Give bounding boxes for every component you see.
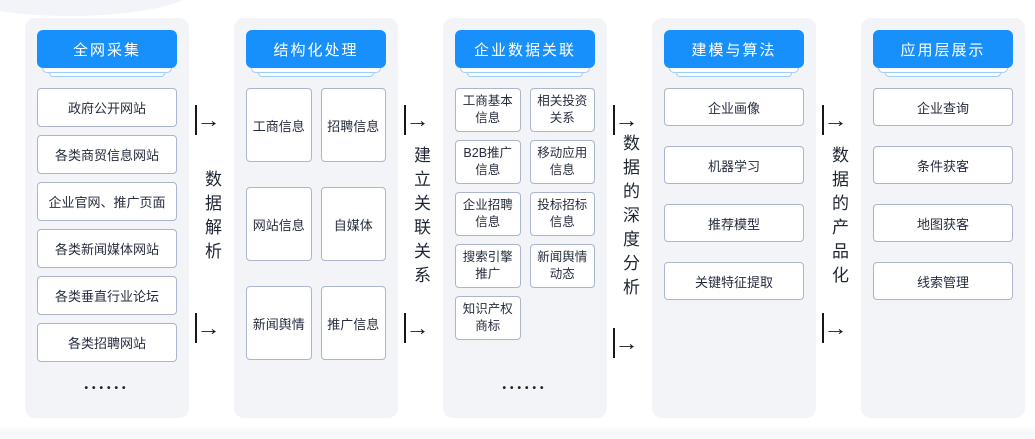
stage-item: 条件获客	[873, 146, 1013, 184]
stage-item: 推荐模型	[664, 204, 804, 242]
ellipsis-dots: ••••••	[502, 383, 548, 394]
stage-item: 相关投资关系	[529, 88, 595, 132]
arrow-bar	[195, 313, 197, 343]
connector-label: 数据解析	[202, 170, 221, 266]
flow-arrow-icon: →	[613, 105, 639, 135]
stage-header-structuring: 结构化处理	[246, 30, 386, 68]
stage-item: 知识产权商标	[455, 296, 521, 340]
arrow-head-icon: →	[405, 108, 430, 132]
arrow-head-icon: →	[614, 108, 639, 132]
connector-deep-analysis: → 数据的深度分析 →	[607, 18, 652, 418]
flow-arrow-icon: →	[613, 328, 639, 358]
stage-item: 推广信息	[320, 286, 386, 360]
arrow-bar	[613, 328, 615, 358]
arrow-head-icon: →	[196, 316, 221, 340]
connector-build-relations: → 建立关联关系 →	[398, 18, 443, 418]
stage-item: 各类商贸信息网站	[37, 135, 177, 174]
stage-item: 机器学习	[664, 146, 804, 184]
connector-productization: → 数据的产品化 →	[816, 18, 861, 418]
stage-item: B2B推广信息	[455, 140, 521, 184]
flow-arrow-icon: →	[195, 313, 221, 343]
stage-item: 新闻舆情	[246, 286, 312, 360]
arrow-head-icon: →	[405, 316, 430, 340]
arrow-head-icon: →	[823, 316, 848, 340]
stage-item: 自媒体	[320, 187, 386, 261]
arrow-head-icon: →	[823, 108, 848, 132]
stage-item: 新闻舆情动态	[529, 244, 595, 288]
stage-header-collection: 全网采集	[37, 30, 177, 68]
stage-item-list: 企业画像 机器学习 推荐模型 关键特征提取	[664, 88, 804, 300]
flow-arrow-icon: →	[195, 105, 221, 135]
stage-panel-collection: 全网采集 政府公开网站 各类商贸信息网站 企业官网、推广页面 各类新闻媒体网站 …	[25, 18, 189, 418]
stage-item: 移动应用信息	[529, 140, 595, 184]
arrow-head-icon: →	[614, 331, 639, 355]
stage-panel-modeling: 建模与算法 企业画像 机器学习 推荐模型 关键特征提取	[652, 18, 816, 418]
stage-item: 线索管理	[873, 262, 1013, 300]
connector-label: 建立关联关系	[411, 146, 430, 290]
stage-item: 各类新闻媒体网站	[37, 229, 177, 268]
stage-item: 各类垂直行业论坛	[37, 276, 177, 315]
flow-arrow-icon: →	[404, 105, 430, 135]
flow-arrow-icon: →	[822, 105, 848, 135]
corner-decoration	[0, 0, 200, 16]
arrow-bar	[613, 105, 615, 135]
arrow-bar	[822, 313, 824, 343]
arrow-bar	[822, 105, 824, 135]
header-stack-layer	[49, 73, 165, 77]
connector-label: 数据的产品化	[829, 146, 848, 290]
stage-item: 搜索引擎推广	[455, 244, 521, 288]
stage-panel-structuring: 结构化处理 工商信息 招聘信息 网站信息 自媒体 新闻舆情 推广信息	[234, 18, 398, 418]
stage-panel-enterprise-linking: 企业数据关联 工商基本信息 相关投资关系 B2B推广信息 移动应用信息 企业招聘…	[443, 18, 607, 418]
stage-item: 招聘信息	[320, 88, 386, 162]
connector-data-parse: → 数据解析 →	[189, 18, 234, 418]
stages-row: 全网采集 政府公开网站 各类商贸信息网站 企业官网、推广页面 各类新闻媒体网站 …	[25, 18, 1025, 418]
stage-item: 关键特征提取	[664, 262, 804, 300]
stage-item-list: 企业查询 条件获客 地图获客 线索管理	[873, 88, 1013, 300]
stage-item: 企业官网、推广页面	[37, 182, 177, 221]
stage-item: 地图获客	[873, 204, 1013, 242]
stage-header-enterprise-linking: 企业数据关联	[455, 30, 595, 68]
header-stack-layer	[467, 73, 583, 77]
header-stack-layer	[258, 73, 374, 77]
flow-arrow-icon: →	[822, 313, 848, 343]
stage-item-grid: 工商信息 招聘信息 网站信息 自媒体 新闻舆情 推广信息	[246, 88, 386, 360]
stage-item: 企业招聘信息	[455, 192, 521, 236]
stage-item: 工商基本信息	[455, 88, 521, 132]
bottom-gradient	[0, 426, 1035, 439]
stage-item-grid: 工商基本信息 相关投资关系 B2B推广信息 移动应用信息 企业招聘信息 投标招标…	[455, 88, 595, 340]
stage-panel-application: 应用层展示 企业查询 条件获客 地图获客 线索管理	[861, 18, 1025, 418]
stage-item-list: 政府公开网站 各类商贸信息网站 企业官网、推广页面 各类新闻媒体网站 各类垂直行…	[37, 88, 177, 362]
stage-item: 工商信息	[246, 88, 312, 162]
flow-arrow-icon: →	[404, 313, 430, 343]
stage-item: 企业画像	[664, 88, 804, 126]
arrow-bar	[404, 105, 406, 135]
connector-label: 数据的深度分析	[620, 134, 639, 302]
stage-header-application: 应用层展示	[873, 30, 1013, 68]
stage-item: 投标招标信息	[529, 192, 595, 236]
ellipsis-dots: ••••••	[84, 383, 130, 394]
arrow-bar	[404, 313, 406, 343]
stage-item: 政府公开网站	[37, 88, 177, 127]
arrow-head-icon: →	[196, 108, 221, 132]
stage-item: 网站信息	[246, 187, 312, 261]
header-stack-layer	[885, 73, 1001, 77]
arrow-bar	[195, 105, 197, 135]
stage-item: 企业查询	[873, 88, 1013, 126]
stage-header-modeling: 建模与算法	[664, 30, 804, 68]
header-stack-layer	[676, 73, 792, 77]
stage-item: 各类招聘网站	[37, 323, 177, 362]
